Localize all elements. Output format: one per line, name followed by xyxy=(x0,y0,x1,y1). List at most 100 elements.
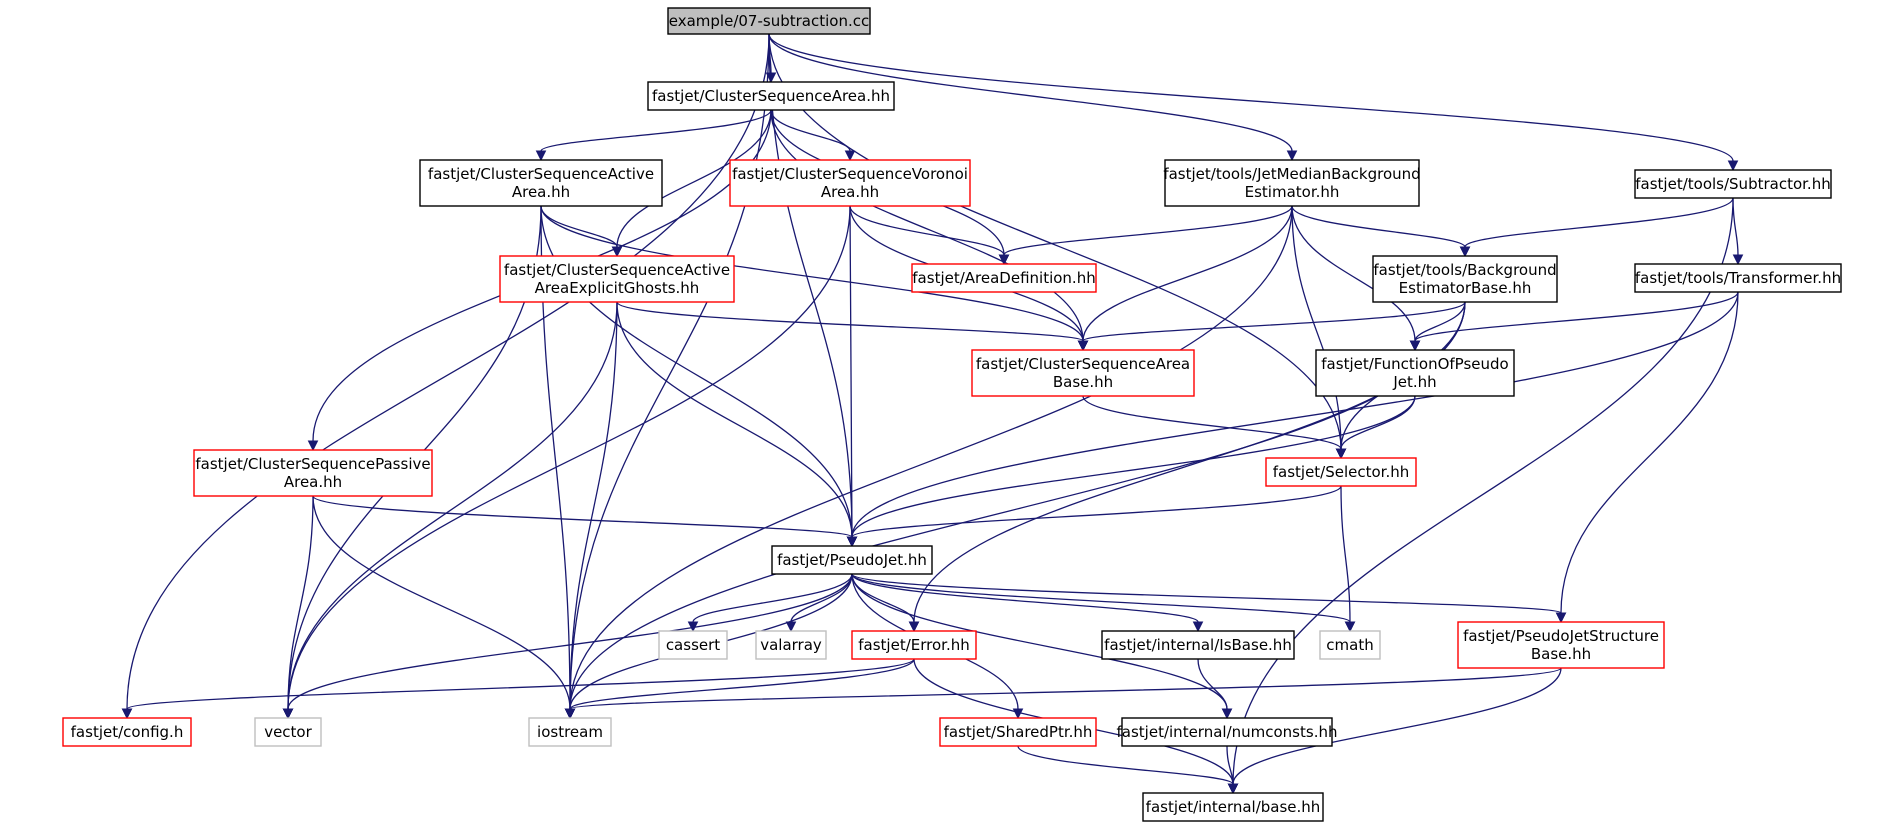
edge-line xyxy=(1226,745,1234,785)
edge-line xyxy=(851,395,1416,538)
edge-line xyxy=(1464,197,1734,248)
edge-line xyxy=(1197,658,1228,710)
node-selector[interactable]: fastjet/Selector.hh xyxy=(1265,457,1417,487)
edge-transf-to-fop xyxy=(1409,291,1739,352)
node-label-line: fastjet/tools/Subtractor.hh xyxy=(1635,175,1830,193)
node-subtr[interactable]: fastjet/tools/Subtractor.hh xyxy=(1634,169,1832,199)
arrowhead xyxy=(846,536,858,548)
edge-error-to-config xyxy=(121,658,915,720)
node-jmbe[interactable]: fastjet/tools/JetMedianBackgroundEstimat… xyxy=(1163,159,1421,207)
edge-bgest-to-csab xyxy=(1077,301,1466,352)
edge-pj-to-cassert xyxy=(687,573,853,633)
arrowhead xyxy=(1727,160,1739,172)
node-root[interactable]: example/07-subtraction.cc xyxy=(667,7,871,35)
node-box xyxy=(1164,159,1420,207)
edge-line xyxy=(287,205,851,710)
edge-line xyxy=(1340,395,1416,450)
edge-jmbe-to-areadef xyxy=(998,205,1293,266)
edge-line xyxy=(849,205,853,538)
arrowhead xyxy=(1409,340,1421,352)
edge-line xyxy=(1291,205,1466,248)
edge-line xyxy=(616,301,1084,342)
edge-jmbe-to-bgest xyxy=(1291,205,1471,258)
node-label-line: fastjet/ClusterSequenceActive xyxy=(504,261,730,279)
node-label-line: fastjet/internal/IsBase.hh xyxy=(1104,636,1292,654)
edge-csaaeg-to-vector xyxy=(282,301,618,720)
arrowhead xyxy=(1344,621,1356,633)
node-vector[interactable]: vector xyxy=(254,717,322,747)
edge-subtr-to-transf xyxy=(1732,197,1744,266)
node-isbase[interactable]: fastjet/internal/IsBase.hh xyxy=(1101,630,1295,660)
node-box xyxy=(771,545,933,575)
edge-line xyxy=(770,109,851,152)
node-label-line: Base.hh xyxy=(1531,645,1591,663)
node-box xyxy=(755,630,827,660)
node-label-line: fastjet/tools/JetMedianBackground xyxy=(1163,165,1420,183)
edge-csaaeg-to-iostream xyxy=(564,301,618,720)
edge-line xyxy=(851,573,1199,623)
edge-isbase-to-numconsts xyxy=(1197,658,1233,720)
node-label-line: Jet.hh xyxy=(1392,373,1436,391)
edge-error-to-iostream xyxy=(564,658,915,720)
edge-line xyxy=(126,658,915,710)
edges-layer xyxy=(121,33,1744,795)
node-label-line: Area.hh xyxy=(512,183,570,201)
node-base[interactable]: fastjet/internal/base.hh xyxy=(1142,792,1324,822)
node-box xyxy=(729,159,971,207)
node-csaaeg[interactable]: fastjet/ClusterSequenceActiveAreaExplici… xyxy=(499,255,735,303)
arrowhead xyxy=(1335,448,1347,460)
edge-jmbe-to-csab xyxy=(1077,205,1293,352)
node-sharedptr[interactable]: fastjet/SharedPtr.hh xyxy=(939,717,1097,747)
node-box xyxy=(647,81,895,111)
node-cmath[interactable]: cmath xyxy=(1319,630,1381,660)
node-config[interactable]: fastjet/config.h xyxy=(62,717,192,747)
node-valarray[interactable]: valarray xyxy=(755,630,827,660)
node-box xyxy=(62,717,192,747)
edge-line xyxy=(768,33,1734,162)
edge-line xyxy=(851,291,1739,538)
node-label-line: fastjet/AreaDefinition.hh xyxy=(912,269,1095,287)
arrowhead xyxy=(611,246,623,258)
node-pj[interactable]: fastjet/PseudoJet.hh xyxy=(771,545,933,575)
arrowhead xyxy=(307,440,319,452)
edge-csa-to-csaa xyxy=(535,109,772,162)
node-label-line: fastjet/Selector.hh xyxy=(1273,463,1410,481)
edge-line xyxy=(1017,745,1234,785)
edge-line xyxy=(1340,485,1351,623)
node-iostream[interactable]: iostream xyxy=(528,717,612,747)
node-label-line: AreaExplicitGhosts.hh xyxy=(535,279,700,297)
edge-line xyxy=(540,205,618,248)
node-label-line: vector xyxy=(264,723,312,741)
edge-line xyxy=(692,573,853,623)
node-box xyxy=(1101,630,1295,660)
node-box xyxy=(1457,621,1665,669)
node-box xyxy=(1634,169,1832,199)
edge-pj-to-cmath xyxy=(851,573,1356,633)
node-transf[interactable]: fastjet/tools/Transformer.hh xyxy=(1634,263,1842,293)
edge-csa-to-csva xyxy=(770,109,856,162)
edge-cspa-to-pj xyxy=(312,495,858,548)
node-label-line: EstimatorBase.hh xyxy=(1399,279,1532,297)
node-areadef[interactable]: fastjet/AreaDefinition.hh xyxy=(911,263,1097,293)
node-numconsts[interactable]: fastjet/internal/numconsts.hh xyxy=(1117,717,1338,747)
node-label-line: fastjet/tools/Transformer.hh xyxy=(1635,269,1841,287)
node-box xyxy=(971,349,1195,397)
node-label-line: iostream xyxy=(537,723,603,741)
arrowhead xyxy=(844,150,856,162)
edge-line xyxy=(616,301,853,538)
arrowhead xyxy=(1459,246,1471,258)
arrowhead xyxy=(1192,621,1204,633)
node-label-line: cassert xyxy=(666,636,720,654)
node-label-line: fastjet/ClusterSequenceArea xyxy=(976,355,1190,373)
node-error[interactable]: fastjet/Error.hh xyxy=(851,630,977,660)
node-csa[interactable]: fastjet/ClusterSequenceArea.hh xyxy=(647,81,895,111)
edge-line xyxy=(569,658,915,710)
node-cassert[interactable]: cassert xyxy=(658,630,728,660)
